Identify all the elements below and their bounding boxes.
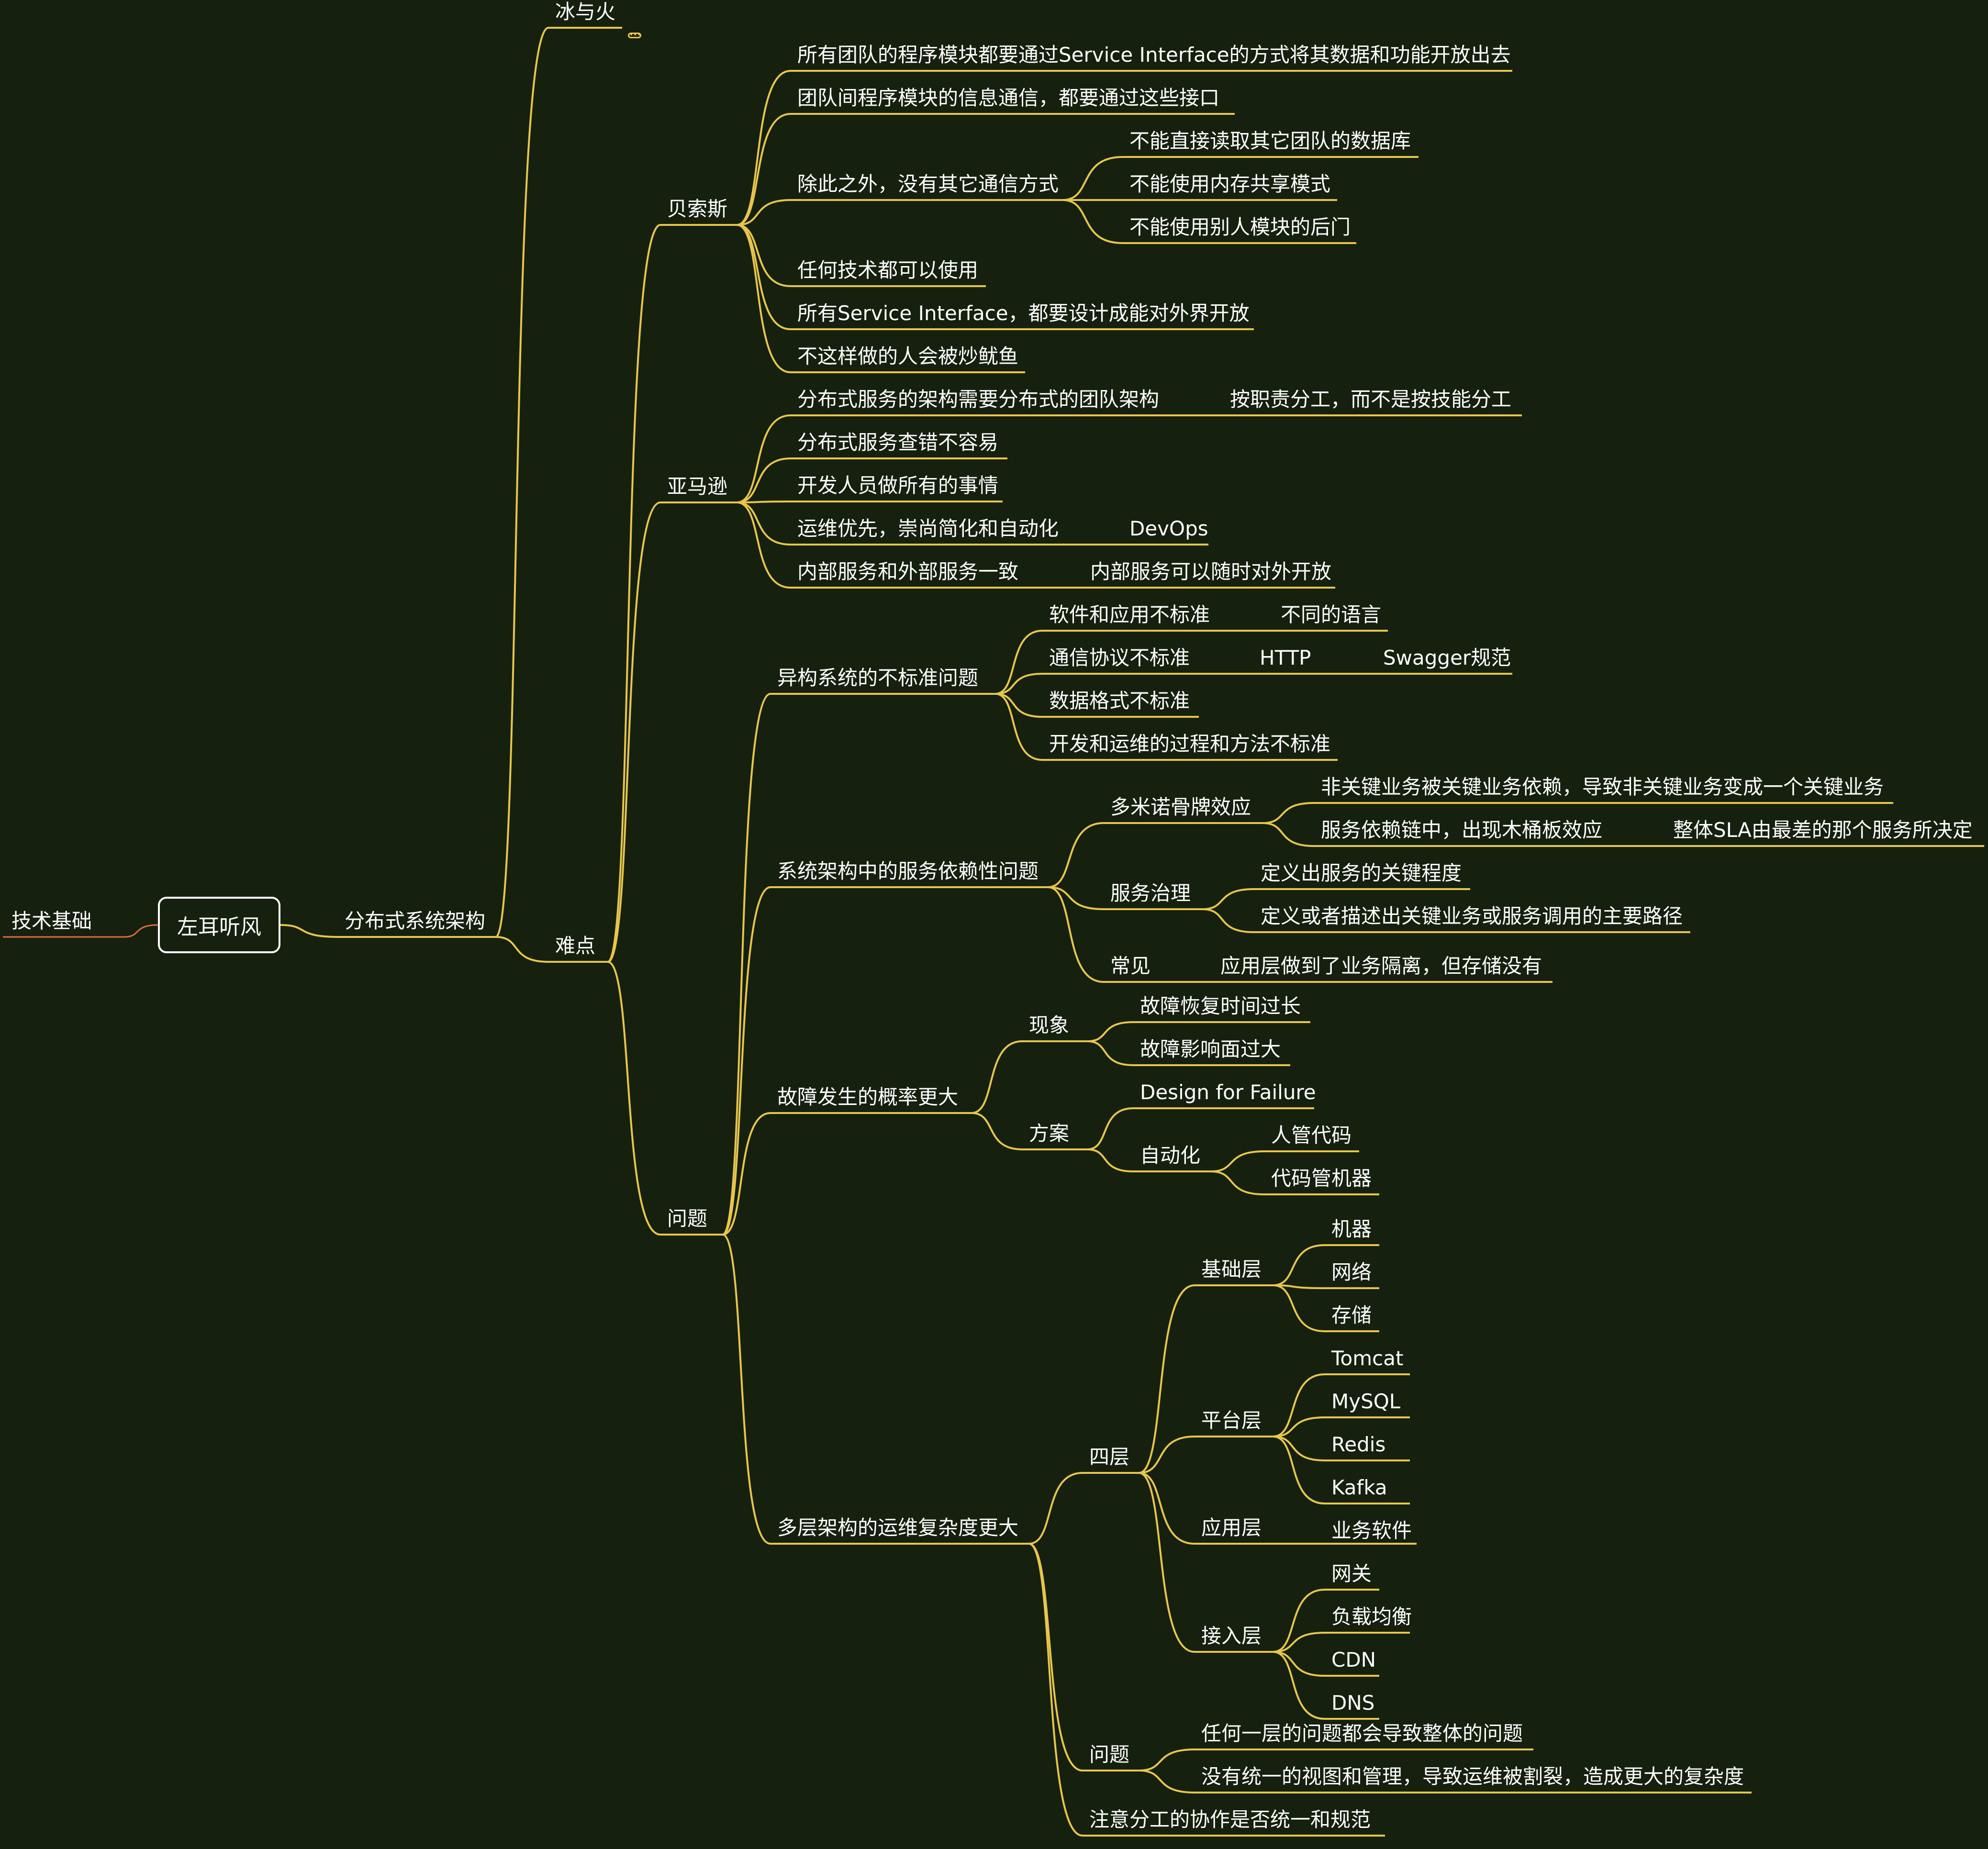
layer-platform-item-2[interactable]: MySQL [1331, 1390, 1401, 1413]
layer-infrastructure-item-1[interactable]: 机器 [1331, 1217, 1372, 1241]
layer-application[interactable]: 应用层 [1201, 1516, 1262, 1539]
layer-platform-item-3[interactable]: Redis [1331, 1433, 1386, 1456]
bezos-no-communication-2[interactable]: 不能使用内存共享模式 [1129, 172, 1331, 196]
bezos-rule-4[interactable]: 任何技术都可以使用 [797, 258, 979, 282]
root-node[interactable]: 左耳听风 [158, 897, 280, 953]
multi-layer-problem-1[interactable]: 任何一层的问题都会导致整体的问题 [1201, 1722, 1523, 1745]
failure-solutions[interactable]: 方案 [1029, 1122, 1070, 1145]
dependency-common[interactable]: 常见 [1110, 954, 1151, 978]
multi-layer-problem-2[interactable]: 没有统一的视图和管理，导致运维被割裂，造成更大的复杂度 [1201, 1765, 1744, 1788]
layer-access-item-1[interactable]: 网关 [1331, 1562, 1372, 1585]
governance-item-2[interactable]: 定义或者描述出关键业务或服务调用的主要路径 [1261, 904, 1683, 928]
common-detail[interactable]: 应用层做到了业务隔离，但存储没有 [1220, 954, 1542, 978]
amazon-point-1-detail[interactable]: 按职责分工，而不是按技能分工 [1230, 388, 1512, 411]
failure-symptoms[interactable]: 现象 [1029, 1014, 1070, 1037]
layer-access-item-3[interactable]: CDN [1331, 1648, 1376, 1671]
symptom-1[interactable]: 故障恢复时间过长 [1140, 994, 1301, 1018]
topic-problems[interactable]: 问题 [667, 1207, 708, 1230]
automation-item-2[interactable]: 代码管机器 [1271, 1167, 1372, 1190]
amazon-point-1[interactable]: 分布式服务的架构需要分布式的团队架构 [797, 388, 1160, 411]
heterogeneous-item-4[interactable]: 开发和运维的过程和方法不标准 [1049, 732, 1331, 756]
bezos-rule-5[interactable]: 所有Service Interface，都要设计成能对外界开放 [797, 301, 1250, 325]
amazon-point-3[interactable]: 开发人员做所有的事情 [797, 474, 999, 497]
layer-infrastructure-item-3[interactable]: 存储 [1331, 1303, 1372, 1327]
layer-infrastructure[interactable]: 基础层 [1201, 1258, 1262, 1281]
layer-application-item-1[interactable]: 业务软件 [1331, 1519, 1412, 1542]
topic-bezos[interactable]: 贝索斯 [667, 197, 728, 221]
bezos-rule-6[interactable]: 不这样做的人会被炒鱿鱼 [797, 345, 1019, 368]
amazon-point-4[interactable]: 运维优先，崇尚简化和自动化 [797, 517, 1059, 540]
domino-item-2-detail[interactable]: 整体SLA由最差的那个服务所决定 [1673, 818, 1973, 842]
amazon-point-5-detail[interactable]: 内部服务可以随时对外开放 [1090, 560, 1332, 583]
amazon-point-5[interactable]: 内部服务和外部服务一致 [797, 560, 1019, 583]
layer-access-item-2[interactable]: 负载均衡 [1331, 1605, 1412, 1628]
problem-heterogeneous[interactable]: 异构系统的不标准问题 [777, 666, 979, 690]
layer-infrastructure-item-2[interactable]: 网络 [1331, 1260, 1372, 1284]
amazon-point-4-detail[interactable]: DevOps [1129, 517, 1208, 540]
dependency-governance[interactable]: 服务治理 [1110, 881, 1191, 905]
heterogeneous-item-1[interactable]: 软件和应用不标准 [1049, 603, 1210, 626]
layer-access[interactable]: 接入层 [1201, 1624, 1262, 1648]
multi-layer-four-layers[interactable]: 四层 [1089, 1445, 1130, 1469]
bezos-no-communication-1[interactable]: 不能直接读取其它团队的数据库 [1129, 129, 1411, 153]
solution-design-for-failure[interactable]: Design for Failure [1140, 1080, 1316, 1104]
topic-ice-and-fire[interactable]: 冰与火 [555, 0, 616, 23]
topic-difficulties[interactable]: 难点 [555, 934, 596, 958]
left-topic-tech-basics[interactable]: 技术基础 [11, 909, 92, 933]
heterogeneous-item-3[interactable]: 数据格式不标准 [1049, 689, 1190, 713]
problem-multi-layer[interactable]: 多层架构的运维复杂度更大 [777, 1516, 1019, 1539]
heterogeneous-item-2-spec[interactable]: Swagger规范 [1383, 646, 1511, 669]
solution-automation[interactable]: 自动化 [1140, 1144, 1201, 1167]
problem-dependency[interactable]: 系统架构中的服务依赖性问题 [777, 859, 1039, 883]
layer-platform-item-1[interactable]: Tomcat [1331, 1347, 1404, 1370]
layer-access-item-4[interactable]: DNS [1331, 1691, 1375, 1715]
bezos-rule-1[interactable]: 所有团队的程序模块都要通过Service Interface的方式将其数据和功能… [797, 43, 1511, 67]
ellipsis-icon[interactable]: ••• [628, 32, 641, 38]
bezos-rule-2[interactable]: 团队间程序模块的信息通信，都要通过这些接口 [797, 86, 1220, 110]
automation-item-1[interactable]: 人管代码 [1271, 1124, 1352, 1147]
governance-item-1[interactable]: 定义出服务的关键程度 [1261, 861, 1462, 885]
amazon-point-2[interactable]: 分布式服务查错不容易 [797, 431, 999, 454]
layer-platform[interactable]: 平台层 [1201, 1409, 1262, 1432]
symptom-2[interactable]: 故障影响面过大 [1140, 1037, 1281, 1061]
domino-item-2[interactable]: 服务依赖链中，出现木桶板效应 [1321, 818, 1603, 842]
problem-failure-probability[interactable]: 故障发生的概率更大 [777, 1085, 959, 1109]
multi-layer-coordination-note[interactable]: 注意分工的协作是否统一和规范 [1089, 1808, 1371, 1831]
heterogeneous-item-2[interactable]: 通信协议不标准 [1049, 646, 1190, 669]
multi-layer-problems[interactable]: 问题 [1089, 1743, 1130, 1766]
dependency-domino[interactable]: 多米诺骨牌效应 [1110, 795, 1251, 819]
bezos-no-communication-3[interactable]: 不能使用别人模块的后门 [1129, 215, 1351, 239]
bezos-rule-3[interactable]: 除此之外，没有其它通信方式 [797, 172, 1059, 196]
topic-amazon[interactable]: 亚马逊 [667, 475, 728, 498]
heterogeneous-item-2-detail[interactable]: HTTP [1260, 646, 1311, 669]
layer-platform-item-4[interactable]: Kafka [1331, 1476, 1387, 1499]
topic-distributed-architecture[interactable]: 分布式系统架构 [345, 909, 486, 933]
heterogeneous-item-1-detail[interactable]: 不同的语言 [1281, 603, 1382, 626]
domino-item-1[interactable]: 非关键业务被关键业务依赖，导致非关键业务变成一个关键业务 [1321, 775, 1884, 799]
